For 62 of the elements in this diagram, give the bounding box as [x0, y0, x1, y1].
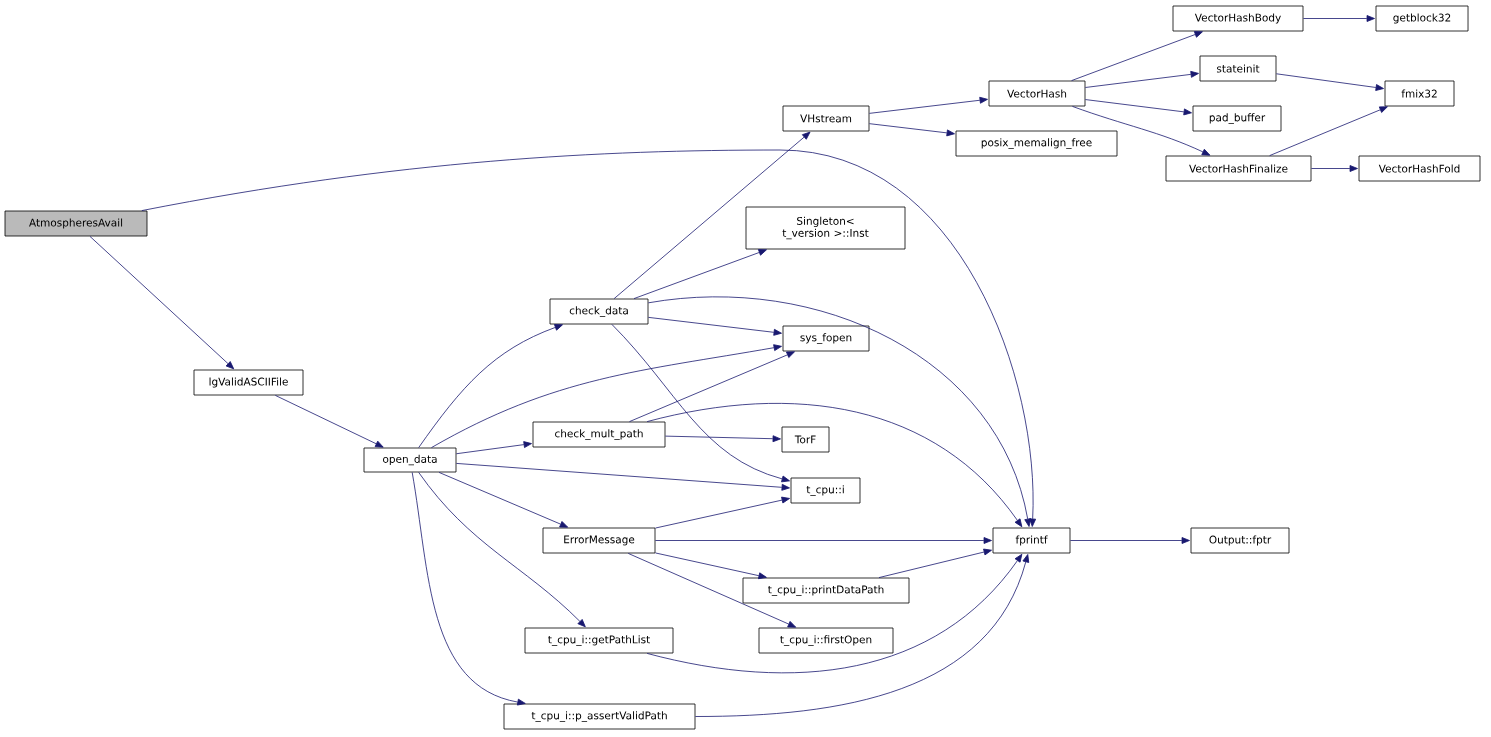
arrow [655, 552, 767, 580]
arrow [456, 441, 532, 455]
function-box: VHstream [782, 105, 870, 132]
function-box: stateinit [1199, 55, 1277, 82]
arrow [695, 554, 1030, 717]
arrow [456, 463, 790, 491]
arrow [629, 351, 795, 422]
arrow [633, 249, 767, 299]
arrow [878, 548, 992, 578]
arrow [655, 496, 790, 529]
function-box: t_cpu_i::printDataPath [742, 577, 910, 604]
arrow [869, 96, 988, 114]
arrow [274, 395, 384, 448]
function-box: fprintf [992, 527, 1071, 554]
function-box: lgValidASCIIFile [193, 369, 304, 396]
arrow [648, 296, 1032, 527]
arrow [418, 472, 586, 628]
arrow [1072, 106, 1211, 156]
function-box: open_data [363, 447, 457, 473]
function-box: Singleton< t_version >::Inst [745, 206, 906, 250]
function-box: fmix32 [1384, 80, 1455, 107]
arrow [141, 149, 1037, 527]
function-box: getblock32 [1375, 5, 1469, 32]
arrow [648, 316, 782, 336]
arrow [665, 435, 781, 443]
arrow [411, 472, 526, 706]
function-box: AtmospheresAvail [4, 210, 148, 237]
arrow [1311, 165, 1358, 172]
arrow [1070, 537, 1190, 544]
function-box: TorF [781, 426, 830, 453]
arrow [613, 131, 811, 299]
function-box: posix_memalign_free [955, 130, 1118, 157]
arrow [655, 537, 992, 544]
arrow [438, 472, 569, 528]
arrow [418, 324, 563, 448]
function-box: t_cpu_i::firstOpen [758, 627, 894, 654]
function-box: VectorHashFinalize [1165, 155, 1312, 182]
function-box: t_cpu_i::getPathList [524, 627, 674, 654]
function-box: ErrorMessage [542, 527, 656, 554]
arrow [646, 403, 1023, 528]
function-box: t_cpu::i [790, 477, 861, 504]
arrow [1085, 70, 1199, 88]
function-box: sys_fopen [782, 325, 870, 352]
arrow [869, 123, 955, 137]
arrow [1303, 15, 1375, 22]
function-box: check_data [549, 298, 649, 325]
function-box: VectorHashFold [1358, 155, 1481, 182]
function-box: t_cpu_i::p_assertValidPath [503, 703, 696, 730]
arrow [1085, 99, 1192, 116]
arrow [1071, 31, 1203, 81]
arrow [431, 344, 782, 448]
arrow [611, 324, 790, 483]
arrow [1276, 73, 1384, 91]
function-box: Output::fptr [1190, 527, 1290, 554]
function-box: check_mult_path [532, 421, 666, 448]
function-box: VectorHashBody [1172, 5, 1304, 32]
function-box: pad_buffer [1192, 105, 1282, 132]
arrow [1269, 106, 1388, 156]
arrow [89, 236, 235, 370]
arrow [646, 553, 1023, 674]
function-box: VectorHash [988, 80, 1086, 107]
arrow [627, 553, 797, 628]
